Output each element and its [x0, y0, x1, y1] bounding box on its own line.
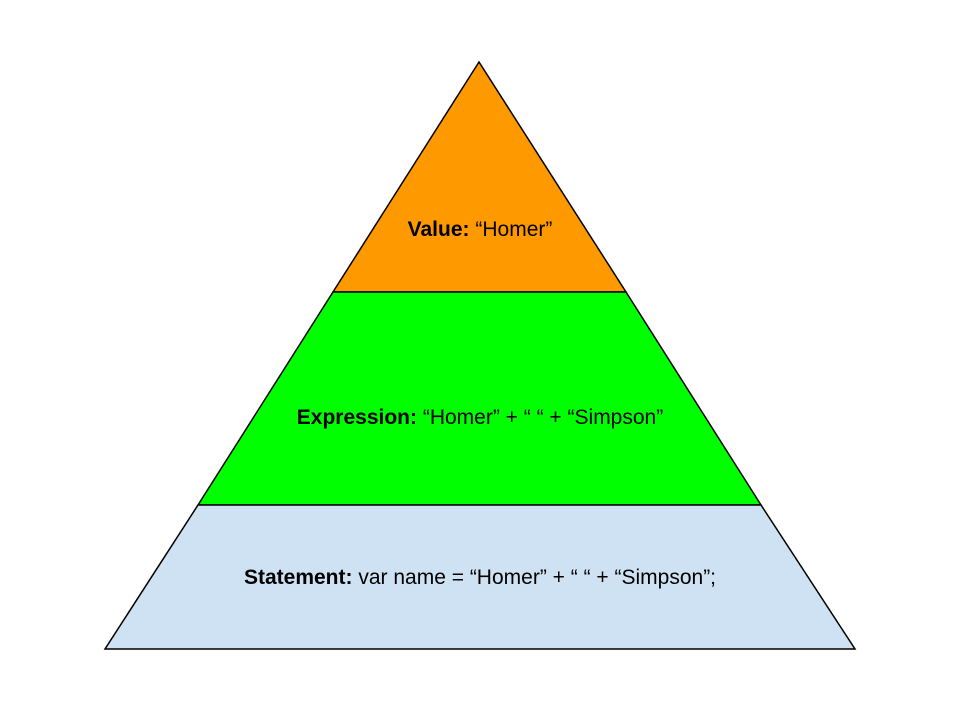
statement-tier-example: var name = “Homer” + “ “ + “Simpson”; [358, 566, 717, 589]
expression-tier-label: Expression: “Homer” + “ “ + “Simpson” [0, 406, 960, 430]
value-tier-example: “Homer” [475, 218, 553, 241]
expression-tier-shape [196, 291, 763, 506]
statement-tier-label: Statement: var name = “Homer” + “ “ + “S… [0, 566, 960, 590]
expression-tier-term: Expression: [296, 406, 417, 429]
expression-tier-example: “Homer” + “ “ + “Simpson” [422, 406, 664, 429]
value-tier-shape [331, 60, 628, 293]
value-tier-label: Value: “Homer” [0, 218, 960, 242]
statement-tier-term: Statement: [243, 566, 353, 589]
statement-tier-shape [103, 504, 857, 650]
value-tier-term: Value: [407, 218, 470, 241]
